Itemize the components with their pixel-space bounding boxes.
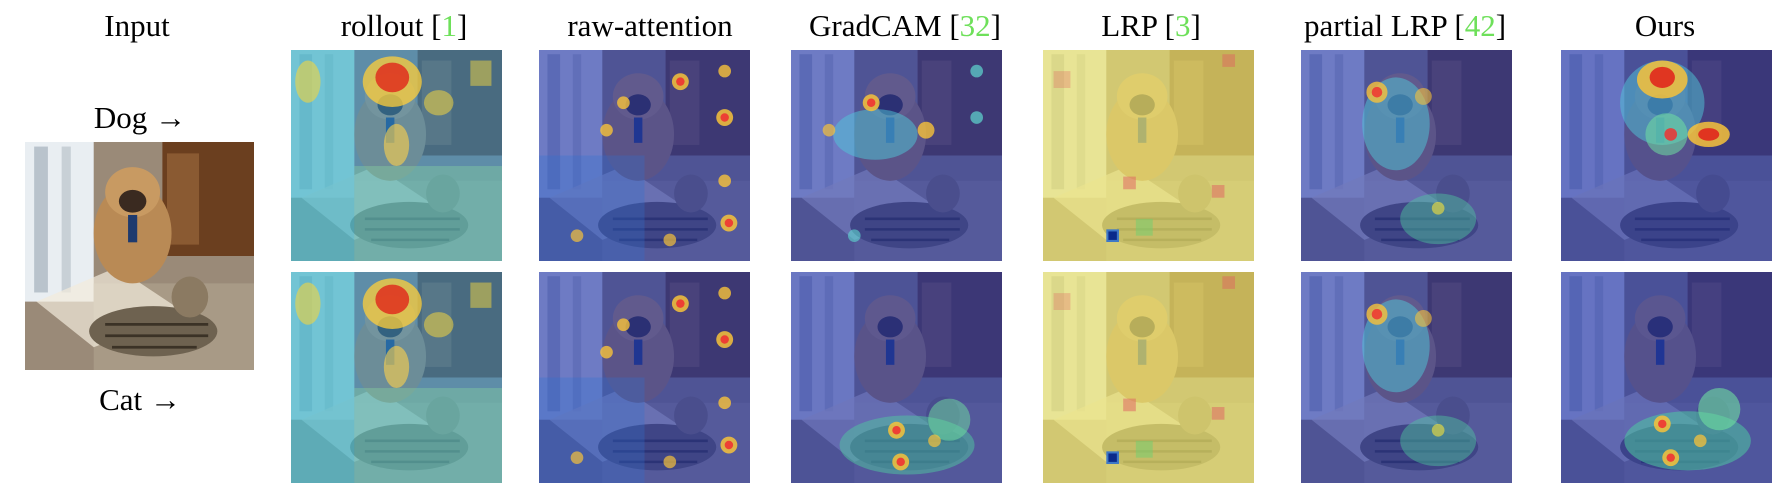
heatmap-gradcam-dog bbox=[791, 50, 1002, 261]
heatmap-ours-cat bbox=[1561, 272, 1772, 483]
column-title-lrp: LRP [3] bbox=[1101, 8, 1201, 43]
column-title-text: rollout bbox=[340, 8, 424, 43]
column-title-text: LRP bbox=[1101, 8, 1157, 43]
heatmap-partial-lrp-cat bbox=[1301, 272, 1512, 483]
column-title-text: GradCAM bbox=[808, 8, 942, 43]
column-title-input: Input bbox=[72, 6, 202, 46]
heatmap-raw-attention-cat bbox=[539, 272, 750, 483]
row-label-cat: Cat → bbox=[99, 382, 181, 417]
heatmap-ours-dog bbox=[1561, 50, 1772, 261]
citation-link[interactable]: 32 bbox=[959, 8, 991, 43]
citation-link[interactable]: 3 bbox=[1174, 8, 1191, 43]
column-title-text: partial LRP bbox=[1303, 8, 1447, 43]
row-label-dog: Dog → bbox=[93, 100, 187, 135]
heatmap-lrp-cat bbox=[1043, 272, 1254, 483]
citation-link[interactable]: 1 bbox=[441, 8, 457, 43]
column-title-gradcam: GradCAM [32] bbox=[808, 8, 1001, 43]
column-title-text: raw-attention bbox=[567, 8, 733, 43]
citation-link[interactable]: 42 bbox=[1464, 8, 1496, 43]
column-title-ours: Ours bbox=[1560, 6, 1770, 46]
column-title-partial-lrp: partial LRP [42] bbox=[1303, 8, 1507, 43]
column-title-text: Ours bbox=[1634, 8, 1696, 43]
heatmap-gradcam-cat bbox=[791, 272, 1002, 483]
heatmap-lrp-dog bbox=[1043, 50, 1254, 261]
heatmap-partial-lrp-dog bbox=[1301, 50, 1512, 261]
heatmap-rollout-cat bbox=[291, 272, 502, 483]
column-title-rollout: rollout [1] bbox=[340, 8, 468, 43]
heatmap-raw-attention-dog bbox=[539, 50, 750, 261]
column-title-text: Input bbox=[104, 8, 170, 43]
column-title-raw-attention: raw-attention bbox=[530, 6, 770, 46]
input-image bbox=[25, 142, 254, 370]
heatmap-rollout-dog bbox=[291, 50, 502, 261]
